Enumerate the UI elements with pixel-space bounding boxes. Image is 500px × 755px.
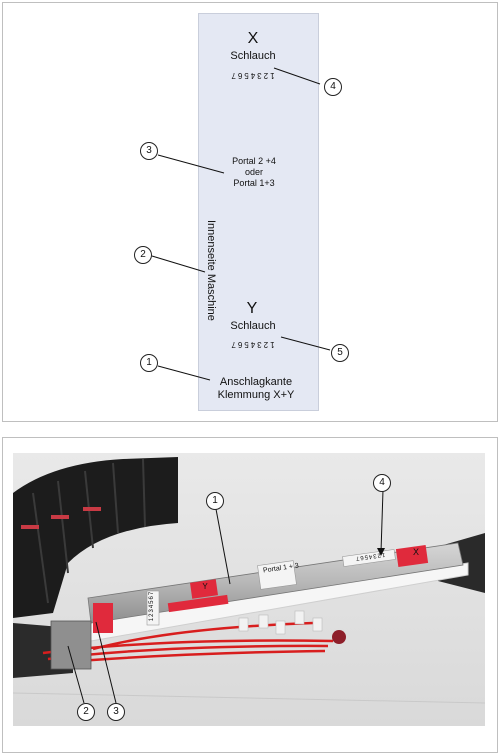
photo-leader-lines xyxy=(0,430,500,755)
photo-callout-3: 3 xyxy=(107,703,125,721)
callout-5: 5 xyxy=(331,344,349,362)
callout-1: 1 xyxy=(140,354,158,372)
photo-callout-4: 4 xyxy=(373,474,391,492)
photo-callout-1: 1 xyxy=(206,492,224,510)
photo-callout-2: 2 xyxy=(77,703,95,721)
callout-2: 2 xyxy=(134,246,152,264)
callout-3: 3 xyxy=(140,142,158,160)
diagram-leader-lines xyxy=(0,0,500,430)
callout-4: 4 xyxy=(324,78,342,96)
